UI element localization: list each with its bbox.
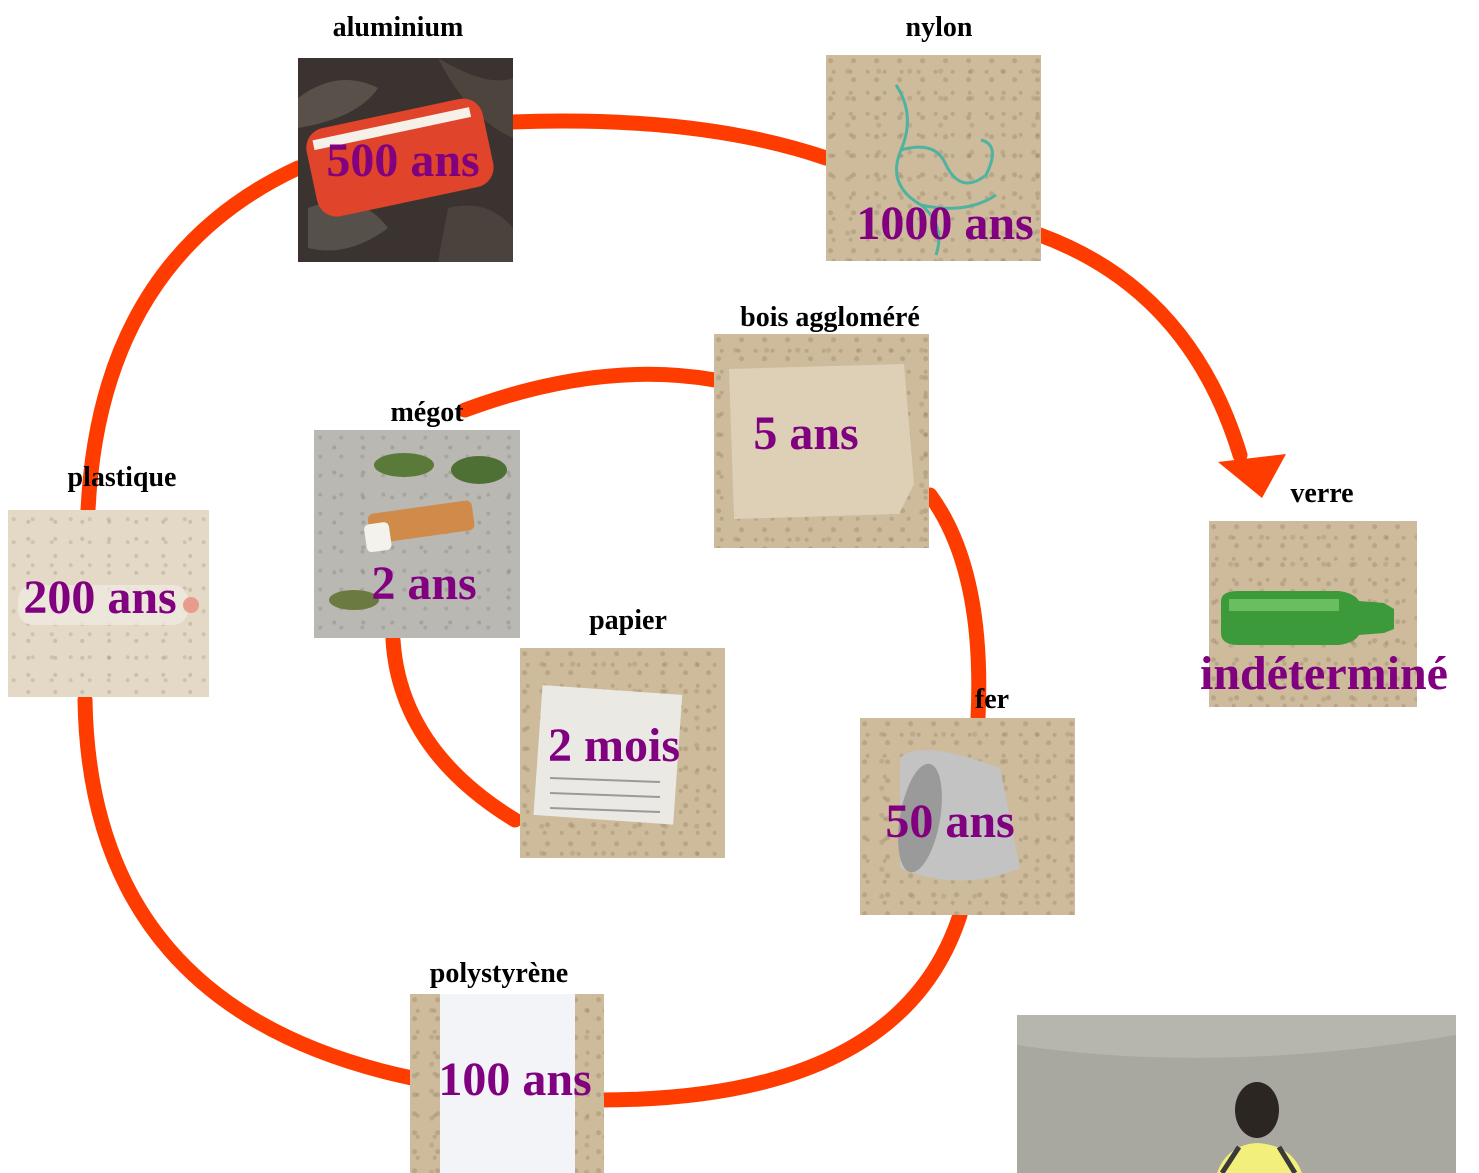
cigarette-icon — [329, 453, 507, 610]
spiral-segment-plastique-aluminium — [80, 160, 306, 518]
verre-photo — [1209, 521, 1417, 707]
newspaper-icon — [533, 685, 683, 825]
megot-label: mégot — [390, 397, 464, 428]
spiral-arrowhead — [1218, 454, 1286, 498]
glass-bottle-icon — [1221, 591, 1394, 645]
bois-label: bois aggloméré — [740, 302, 920, 333]
spiral-segment-inner — [385, 632, 523, 828]
polystyrene-duration: 100 ans — [438, 1053, 592, 1106]
papier-photo — [520, 648, 725, 858]
papier-label: papier — [589, 605, 667, 636]
verre-duration: indéterminé — [1200, 647, 1448, 700]
aluminium-photo — [298, 58, 513, 262]
megot-photo — [314, 430, 520, 638]
spiral-segment-fer-polystyrene — [592, 907, 968, 1108]
spiral-segment-polystyrene-plastique — [77, 692, 420, 1086]
polystyrene-photo — [410, 994, 604, 1173]
spiral-segment-bois-fer — [922, 487, 987, 726]
wood-board-icon — [729, 364, 914, 519]
verre-label: verre — [1290, 478, 1354, 509]
bois-duration: 5 ans — [753, 407, 859, 460]
nylon-duration: 1000 ans — [856, 197, 1034, 250]
can-icon — [298, 58, 513, 262]
bois-photo — [714, 334, 929, 548]
megot-duration: 2 ans — [371, 557, 477, 610]
plastique-photo — [8, 510, 209, 697]
papier-duration: 2 mois — [548, 719, 680, 772]
fer-duration: 50 ans — [885, 795, 1015, 848]
net-icon — [894, 84, 997, 256]
plastic-bottle-icon — [18, 585, 199, 625]
aluminium-duration: 500 ans — [326, 134, 480, 187]
fer-photo — [860, 718, 1075, 915]
polystyrene-label: polystyrène — [429, 958, 569, 989]
beach-person-photo — [1017, 1015, 1456, 1173]
spiral-segment-aluminium-nylon — [504, 113, 834, 166]
aluminium-label: aluminium — [332, 12, 464, 43]
fer-label: fer — [974, 684, 1010, 715]
plastique-label: plastique — [67, 462, 177, 493]
spiral-segment-megot-bois — [457, 366, 723, 418]
plastique-duration: 200 ans — [23, 571, 177, 624]
polystyrene-block-icon — [440, 994, 575, 1173]
nylon-label: nylon — [905, 12, 973, 43]
person-icon — [1017, 1015, 1456, 1173]
tin-can-icon — [898, 750, 1020, 881]
nylon-photo — [826, 55, 1041, 261]
spiral-segment-nylon-verre — [1032, 227, 1248, 463]
